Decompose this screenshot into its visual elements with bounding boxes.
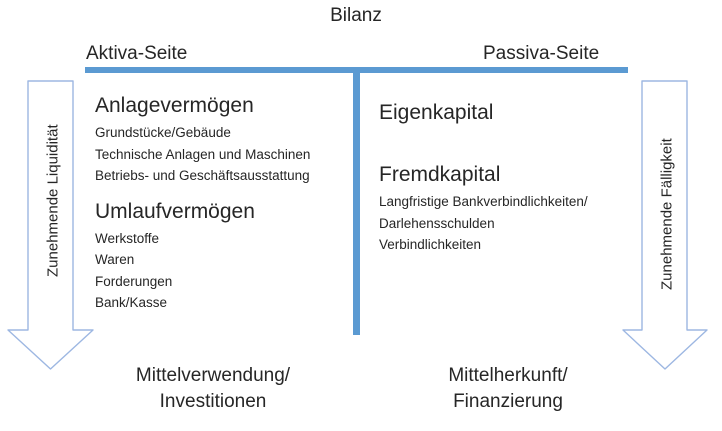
- list-item: Technische Anlagen und Maschinen: [95, 146, 311, 162]
- list-item: Betriebs- und Geschäftsausstattung: [95, 168, 310, 183]
- fremdkapital-items: Langfristige Bankverbindlichkeiten/ Darl…: [379, 191, 644, 256]
- vertical-divider: [353, 67, 360, 335]
- aktiva-caption: Mittelverwendung/ Investitionen: [93, 363, 333, 415]
- caption-line: Investitionen: [159, 391, 267, 412]
- passiva-caption: Mittelherkunft/ Finanzierung: [388, 363, 628, 415]
- anlagevermoegen-items: Grundstücke/Gebäude Technische Anlagen u…: [95, 122, 360, 187]
- down-arrow-shape: [7, 80, 94, 370]
- passiva-header: Passiva-Seite: [483, 43, 600, 64]
- liquidity-down-arrow-icon: Zunehmende Liquidität: [7, 80, 94, 370]
- section-heading-anlagevermoegen: Anlagevermögen: [95, 94, 254, 117]
- aktiva-column: Anlagevermögen Grundstücke/Gebäude Techn…: [95, 93, 360, 314]
- down-arrow-shape: [622, 80, 708, 370]
- list-item: Langfristige Bankverbindlichkeiten/: [379, 194, 588, 209]
- list-item: Darlehensschulden: [379, 215, 495, 231]
- list-item: Grundstücke/Gebäude: [95, 125, 231, 140]
- passiva-column: Eigenkapital Fremdkapital Langfristige B…: [379, 100, 644, 256]
- diagram-title: Bilanz: [330, 5, 382, 26]
- list-item: Werkstoffe: [95, 230, 160, 246]
- list-item: Verbindlichkeiten: [379, 237, 482, 252]
- section-heading-eigenkapital: Eigenkapital: [379, 101, 494, 124]
- list-item: Forderungen: [95, 273, 173, 289]
- section-heading-fremdkapital: Fremdkapital: [379, 163, 501, 186]
- section-heading-umlaufvermoegen: Umlaufvermögen: [95, 199, 255, 223]
- caption-line: Finanzierung: [453, 391, 563, 412]
- list-item: Waren: [95, 252, 135, 267]
- liquidity-arrow-label: Zunehmende Liquidität: [45, 124, 62, 277]
- list-item: Bank/Kasse: [95, 295, 168, 310]
- aktiva-header: Aktiva-Seite: [86, 43, 188, 64]
- caption-line: Mittelherkunft/: [448, 365, 568, 386]
- maturity-down-arrow-icon: Zunehmende Fälligkeit: [622, 80, 708, 370]
- maturity-arrow-label: Zunehmende Fälligkeit: [659, 137, 676, 290]
- caption-line: Mittelverwendung/: [135, 365, 291, 386]
- umlaufvermoegen-items: Werkstoffe Waren Forderungen Bank/Kasse: [95, 228, 360, 314]
